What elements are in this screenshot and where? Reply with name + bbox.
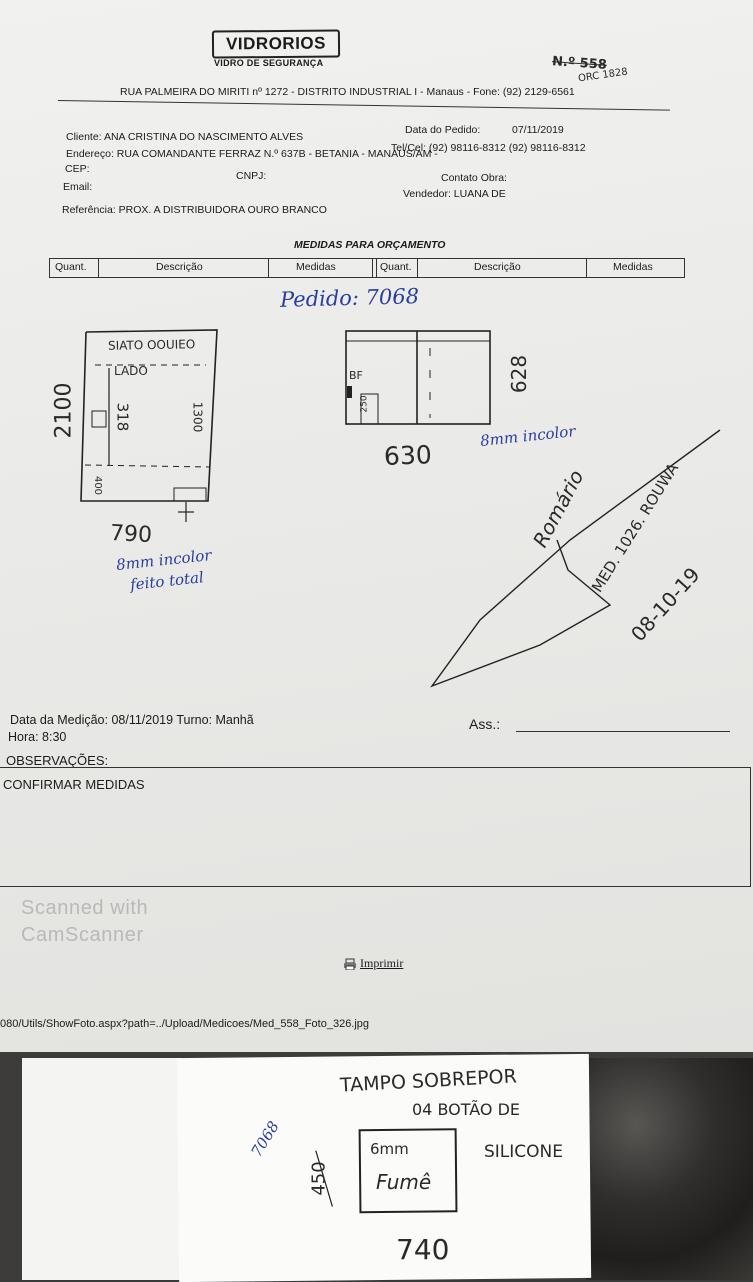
second-photo-paper-left	[22, 1058, 182, 1280]
measurement-sheet: VIDRORIOS VIDRO DE SEGURANÇA N.º 558 ORC…	[0, 0, 753, 1058]
right-window-sketch	[345, 330, 491, 425]
customer-name: Cliente: ANA CRISTINA DO NASCIMENTO ALVE…	[66, 131, 304, 143]
photo-note-inner-1: 6mm	[370, 1140, 409, 1158]
observations-label: OBSERVAÇÕES:	[6, 753, 109, 768]
measurements-table-header: Quant. Descrição Medidas Quant. Descriçã…	[49, 258, 685, 278]
right-sketch-height: 628	[507, 354, 532, 394]
header-quant-2: Quant.	[380, 261, 412, 273]
observations-box	[0, 767, 751, 887]
left-sketch-top-note: SIATO OOUIEO	[107, 337, 196, 353]
handwritten-order-number: Pedido: 7068	[279, 284, 420, 312]
photo-note-height: 450	[308, 1161, 330, 1196]
photo-note-line-2: 04 BOTÃO DE	[412, 1100, 521, 1119]
second-photo-paper	[176, 1053, 592, 1282]
header-quant-1: Quant.	[55, 261, 87, 273]
photo-url: 080/Utils/ShowFoto.aspx?path=../Upload/M…	[0, 1018, 370, 1030]
measurement-time: Hora: 8:30	[8, 730, 67, 744]
header-descricao-1: Descrição	[156, 261, 203, 273]
customer-email: Email:	[63, 181, 93, 193]
watermark-line-1: Scanned with	[21, 897, 149, 919]
left-sketch-inner-1: 318	[113, 402, 132, 432]
left-sketch-inner-2: 1300	[190, 401, 205, 433]
tampo-height-stroke	[315, 1150, 333, 1207]
signature-line	[516, 731, 730, 732]
contato-obra: Contato Obra:	[441, 172, 507, 184]
measurement-date: Data da Medição: 08/11/2019 Turno: Manhã	[10, 713, 254, 727]
left-sketch-height: 2100	[51, 382, 77, 439]
photo-note-inner-2: Fumê	[376, 1170, 432, 1194]
print-link-label: Imprimir	[360, 956, 404, 970]
left-sketch-sub-note: LADO	[114, 364, 148, 378]
customer-address: Endereço: RUA COMANDANTE FERRAZ N.º 637B…	[66, 148, 438, 160]
customer-reference: Referência: PROX. A DISTRIBUIDORA OURO B…	[62, 204, 327, 216]
right-sketch-label: BF	[349, 369, 363, 382]
vendedor: Vendedor: LUANA DE	[403, 188, 506, 200]
header-rule	[57, 100, 670, 111]
header-medidas-1: Medidas	[296, 261, 336, 273]
header-descricao-2: Descrição	[474, 261, 521, 273]
signature-stroke	[430, 429, 721, 688]
left-window-sketch	[80, 329, 218, 522]
order-date: 07/11/2019	[512, 124, 564, 136]
left-sketch-spec-2: feito total	[129, 568, 205, 594]
order-date-label: Data do Pedido:	[405, 124, 481, 136]
left-sketch-bottom: 400	[92, 475, 104, 496]
printer-icon	[344, 958, 356, 970]
photo-note-width: 740	[396, 1233, 450, 1266]
header-medidas-2: Medidas	[613, 261, 653, 273]
customer-phone: Tel/Cel: (92) 98116-8312 (92) 98116-8312	[391, 142, 586, 154]
customer-cep: CEP:	[65, 163, 90, 175]
right-sketch-inner: 250	[359, 395, 370, 413]
observations-text: CONFIRMAR MEDIDAS	[3, 777, 145, 792]
tampo-sketch	[358, 1128, 458, 1214]
print-link[interactable]: Imprimir	[343, 956, 403, 971]
photo-note-line-3: SILICONE	[484, 1142, 563, 1162]
table-title: MEDIDAS PARA ORÇAMENTO	[294, 239, 446, 251]
signature-label: Ass.:	[469, 716, 501, 732]
second-photo-fabric	[586, 1058, 753, 1280]
company-address: RUA PALMEIRA DO MIRITI nº 1272 - DISTRIT…	[120, 86, 575, 98]
customer-cnpj: CNPJ:	[236, 170, 267, 182]
watermark-line-2: CamScanner	[21, 924, 144, 946]
company-logo: VIDRORIOS	[211, 29, 341, 59]
company-tagline: VIDRO DE SEGURANÇA	[214, 58, 324, 68]
left-sketch-width: 790	[109, 520, 153, 549]
